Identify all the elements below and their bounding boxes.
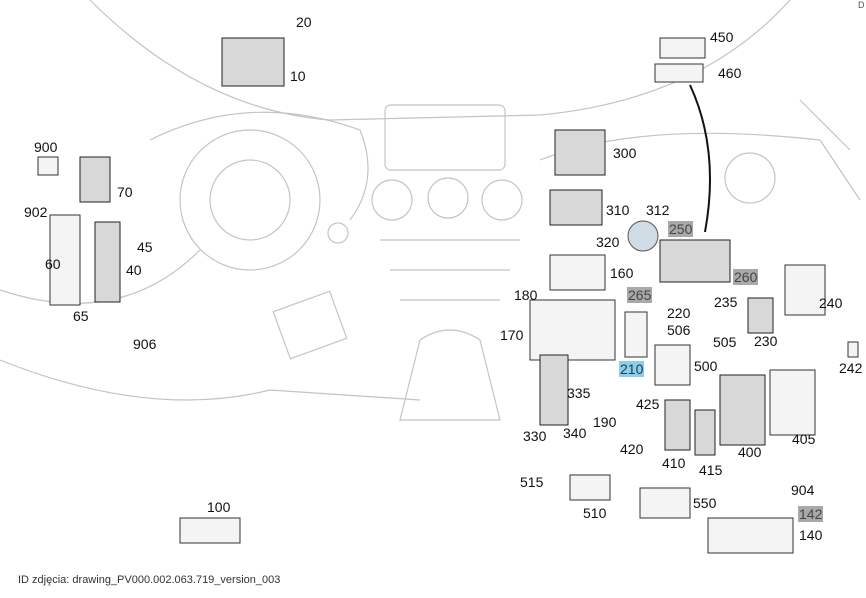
- part-170: [529, 299, 616, 361]
- callout-400: 400: [738, 444, 762, 460]
- part-300: [554, 129, 606, 176]
- callout-460: 460: [718, 65, 742, 81]
- callout-210: 210: [619, 361, 645, 377]
- callout-415: 415: [699, 462, 723, 478]
- callout-190: 190: [593, 414, 617, 430]
- callout-170: 170: [500, 327, 524, 343]
- part-70: [79, 156, 111, 203]
- callout-904: 904: [791, 482, 815, 498]
- part-240: [784, 264, 826, 316]
- part-160: [549, 254, 606, 291]
- callout-10: 10: [290, 68, 306, 84]
- callout-310: 310: [606, 202, 630, 218]
- callout-906: 906: [133, 336, 157, 352]
- callout-420: 420: [620, 441, 644, 457]
- callout-140: 140: [799, 527, 823, 543]
- callout-902: 902: [24, 204, 48, 220]
- callout-510: 510: [583, 505, 607, 521]
- part-250: [659, 239, 731, 283]
- callout-142: 142: [798, 506, 824, 522]
- callout-550: 550: [693, 495, 717, 511]
- callout-100: 100: [207, 499, 231, 515]
- callout-340: 340: [563, 425, 587, 441]
- part-450: [659, 37, 706, 59]
- image-id-caption: ID zdjęcia: drawing_PV000.002.063.719_ve…: [18, 574, 281, 586]
- callout-405: 405: [792, 431, 816, 447]
- callout-250: 250: [668, 221, 694, 237]
- part-100: [179, 517, 241, 544]
- part-310: [549, 189, 603, 226]
- callout-240: 240: [819, 295, 843, 311]
- callout-300: 300: [613, 145, 637, 161]
- callout-330: 330: [523, 428, 547, 444]
- callout-410: 410: [662, 455, 686, 471]
- dashboard-outline: [0, 0, 861, 421]
- callout-260: 260: [733, 269, 759, 285]
- callout-320: 320: [596, 234, 620, 250]
- part-460: [654, 63, 704, 83]
- part-510: [569, 474, 611, 501]
- callout-506: 506: [667, 322, 691, 338]
- part-500: [654, 344, 691, 386]
- part-550: [639, 487, 691, 519]
- callout-180: 180: [514, 287, 538, 303]
- callout-900: 900: [34, 139, 58, 155]
- wrench-icon: [627, 220, 659, 252]
- part-410: [664, 399, 691, 451]
- callout-425: 425: [636, 396, 660, 412]
- callout-265: 265: [627, 287, 653, 303]
- callout-500: 500: [694, 358, 718, 374]
- part-40: [94, 221, 121, 303]
- callout-450: 450: [710, 29, 734, 45]
- callout-40: 40: [126, 262, 142, 278]
- part-900: [37, 156, 59, 176]
- callout-235: 235: [714, 294, 738, 310]
- part-400: [719, 374, 766, 446]
- callout-312: 312: [646, 202, 670, 218]
- callout-20: 20: [296, 14, 312, 30]
- part-230: [747, 297, 774, 334]
- callout-70: 70: [117, 184, 133, 200]
- callout-65: 65: [73, 308, 89, 324]
- part-330: [539, 354, 569, 426]
- part-shapes: [37, 37, 859, 554]
- callout-230: 230: [754, 333, 778, 349]
- callout-160: 160: [610, 265, 634, 281]
- part-140: [707, 517, 794, 554]
- corner-mark: D: [858, 0, 865, 10]
- callout-515: 515: [520, 474, 544, 490]
- callout-505: 505: [713, 334, 737, 350]
- callout-335: 335: [567, 385, 591, 401]
- part-210: [624, 311, 648, 358]
- callout-45: 45: [137, 239, 153, 255]
- callout-220: 220: [667, 305, 691, 321]
- part-242: [847, 341, 859, 358]
- part-405: [769, 369, 816, 436]
- arrow: [689, 84, 711, 233]
- part-415: [694, 409, 716, 456]
- callout-60: 60: [45, 256, 61, 272]
- part-10: [221, 37, 285, 87]
- callout-242: 242: [839, 360, 863, 376]
- part-60: [49, 214, 81, 306]
